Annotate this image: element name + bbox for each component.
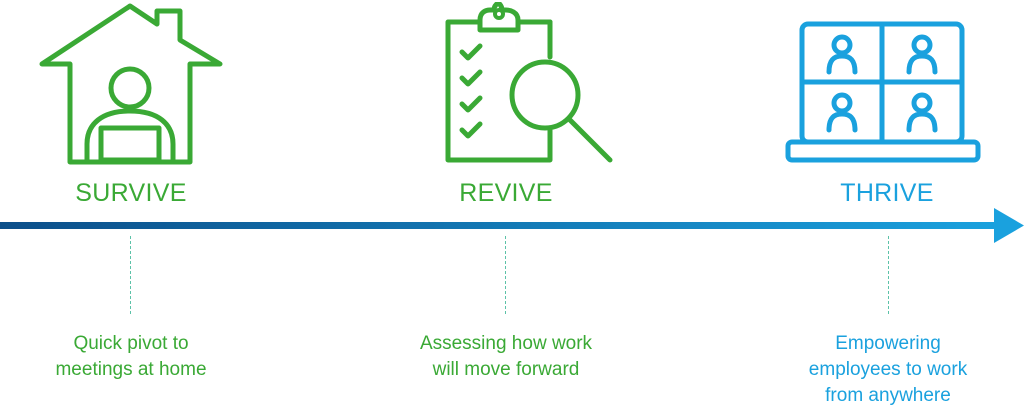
description-line: meetings at home <box>55 359 207 380</box>
stage-title-survive: SURVIVE <box>75 179 187 207</box>
connector-thrive <box>888 236 889 314</box>
description-line: Quick pivot to <box>73 333 189 354</box>
description-line: from anywhere <box>825 385 951 406</box>
timeline-arrow <box>0 208 1024 243</box>
stage-description-revive: Assessing how work will move forward <box>386 331 626 383</box>
stage-title-revive: REVIVE <box>459 179 553 207</box>
stage-description-thrive: Empowering employees to work from anywhe… <box>768 331 1008 409</box>
connector-survive <box>130 236 131 314</box>
clipboard-magnifier-icon <box>445 2 613 163</box>
stage-description-survive: Quick pivot to meetings at home <box>11 331 251 383</box>
description-line: employees to work <box>808 359 968 380</box>
house-person-icon <box>39 3 223 165</box>
description-line: Empowering <box>835 333 941 354</box>
connector-revive <box>505 236 506 314</box>
description-line: Assessing how work <box>419 333 593 354</box>
description-line: will move forward <box>432 359 580 380</box>
stage-title-thrive: THRIVE <box>840 179 934 207</box>
laptop-video-call-icon <box>785 21 981 163</box>
